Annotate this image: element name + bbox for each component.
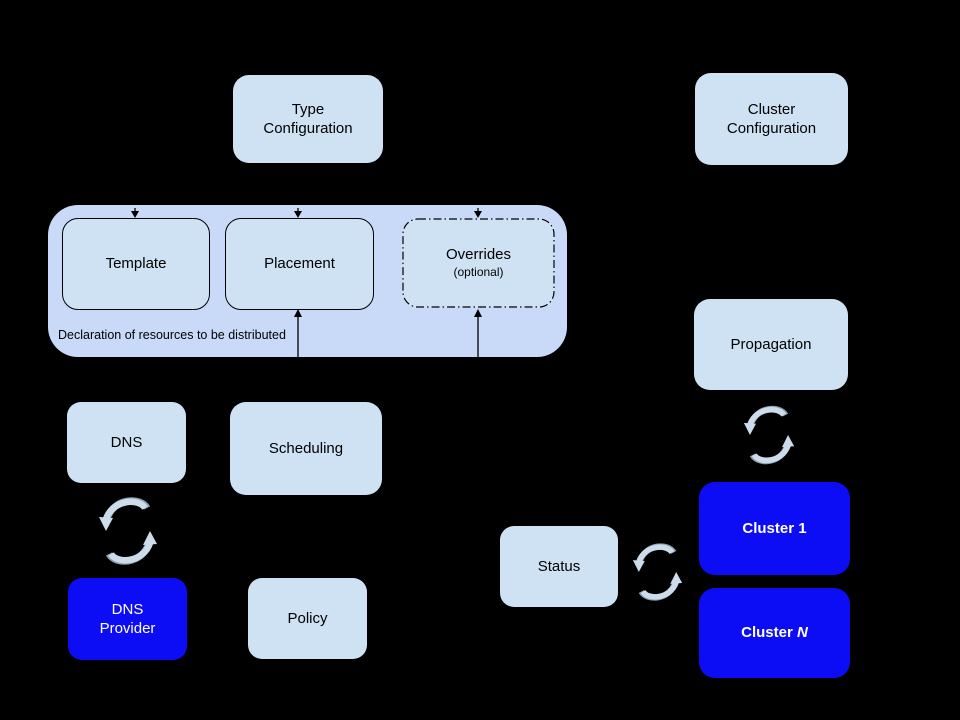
resource-declaration-group: Template Placement Overrides (optional) … bbox=[48, 205, 567, 357]
node-overrides: Overrides (optional) bbox=[402, 218, 555, 308]
node-label: Cluster N bbox=[741, 623, 808, 643]
node-label: Type Configuration bbox=[263, 100, 353, 138]
sync-icon bbox=[632, 537, 683, 607]
node-label: Status bbox=[537, 557, 581, 575]
sync-icon bbox=[743, 398, 795, 472]
node-label: Cluster 1 bbox=[742, 519, 807, 537]
node-label: Template bbox=[105, 255, 167, 273]
node-cluster-n: Cluster N bbox=[699, 588, 850, 678]
node-propagation: Propagation bbox=[694, 299, 848, 390]
node-label: Policy bbox=[287, 609, 328, 627]
overrides-title: Overrides bbox=[445, 246, 512, 264]
sync-icon bbox=[98, 492, 158, 570]
cluster-n-suffix: N bbox=[797, 624, 808, 642]
node-status: Status bbox=[500, 526, 618, 607]
node-cluster-1: Cluster 1 bbox=[699, 482, 850, 575]
overrides-subtitle: (optional) bbox=[453, 264, 504, 279]
node-type-configuration: Type Configuration bbox=[233, 75, 383, 163]
node-label: Placement bbox=[264, 255, 335, 273]
node-policy: Policy bbox=[248, 578, 367, 659]
node-dns-provider: DNS Provider bbox=[68, 578, 187, 660]
node-dns: DNS bbox=[67, 402, 186, 483]
group-note: Declaration of resources to be distribut… bbox=[58, 328, 286, 342]
node-label: Cluster Configuration bbox=[726, 100, 817, 138]
node-template: Template bbox=[62, 218, 210, 310]
node-label: DNS bbox=[110, 433, 143, 451]
cluster-n-prefix: Cluster bbox=[741, 624, 797, 642]
node-placement: Placement bbox=[225, 218, 374, 310]
node-label: Scheduling bbox=[268, 439, 344, 457]
node-cluster-configuration: Cluster Configuration bbox=[695, 73, 848, 165]
node-label: DNS Provider bbox=[99, 600, 156, 638]
node-label: Overrides (optional) bbox=[446, 226, 511, 300]
node-label: Propagation bbox=[730, 335, 812, 353]
node-scheduling: Scheduling bbox=[230, 402, 382, 495]
